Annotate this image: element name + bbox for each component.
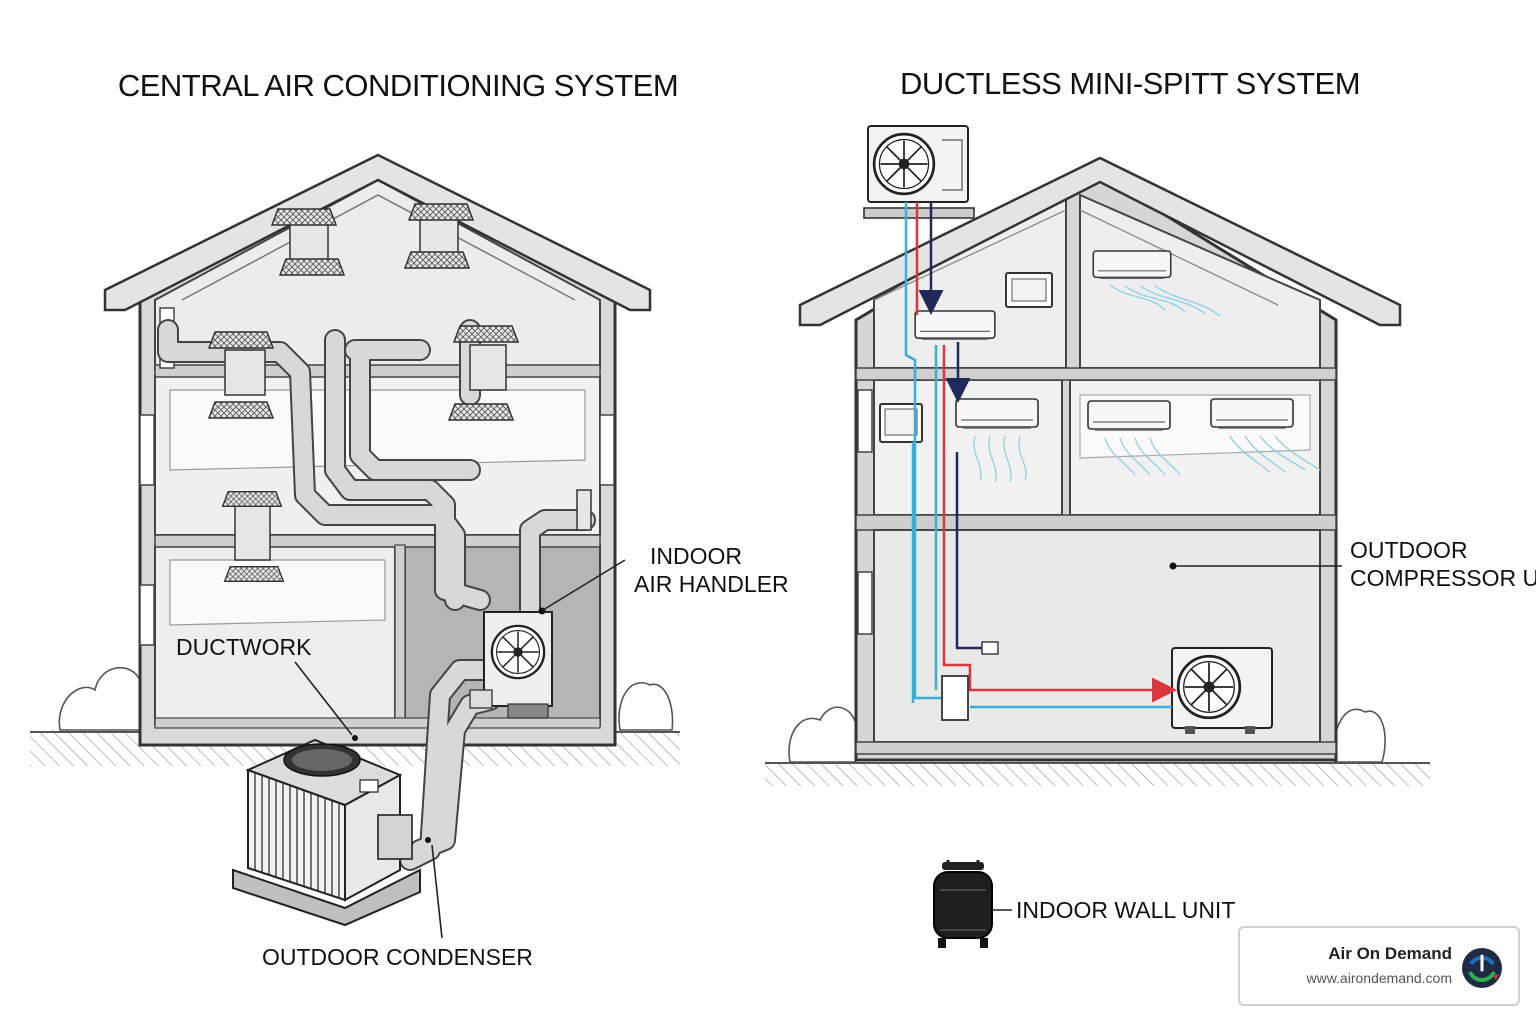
label-outdoor: OUTDOOR <box>1350 537 1468 563</box>
line-set-box <box>941 675 969 721</box>
brand-name: Air On Demand <box>1328 944 1452 963</box>
ductless-title: DUCTLESS MINI-SPITT SYSTEM <box>900 66 1360 101</box>
label-indoor-wall-unit: INDOOR WALL UNIT <box>1016 897 1235 923</box>
bush-right-2 <box>1333 708 1386 763</box>
central-title: CENTRAL AIR CONDITIONING SYSTEM <box>118 68 678 103</box>
roof-left <box>103 153 652 312</box>
refrigerant-lines <box>904 202 1177 709</box>
brand-url: www.airondemand.com <box>1306 970 1452 986</box>
indoor-air-handler <box>469 611 553 719</box>
power-logo-icon <box>1462 948 1502 988</box>
label-compressor-unit: COMPRESSOR UNIT <box>1350 565 1536 591</box>
supply-vents <box>208 203 592 583</box>
outdoor-compressor-unit <box>1171 647 1273 734</box>
bush-right-1 <box>788 706 857 763</box>
label-ductwork: DUCTWORK <box>176 634 312 660</box>
ground-hatch-right <box>765 762 1430 786</box>
roof-right <box>798 156 1402 327</box>
outdoor-condenser-unit <box>232 738 421 927</box>
label-air-handler: AIR HANDLER <box>634 571 789 597</box>
label-outdoor-condenser: OUTDOOR CONDENSER <box>262 944 533 970</box>
outdoor-unit-roof <box>863 125 975 219</box>
bush-right <box>618 682 674 731</box>
ductless-illustration <box>765 125 1430 948</box>
disconnect-switch <box>981 641 999 655</box>
label-indoor: INDOOR <box>650 543 742 569</box>
brand-watermark: Air On Demand www.airondemand.com <box>1238 926 1520 1006</box>
airflow-lines <box>973 284 1321 483</box>
bush-left <box>58 666 141 731</box>
central-ac-illustration <box>30 153 680 939</box>
refrigerant-tank <box>933 860 1012 948</box>
